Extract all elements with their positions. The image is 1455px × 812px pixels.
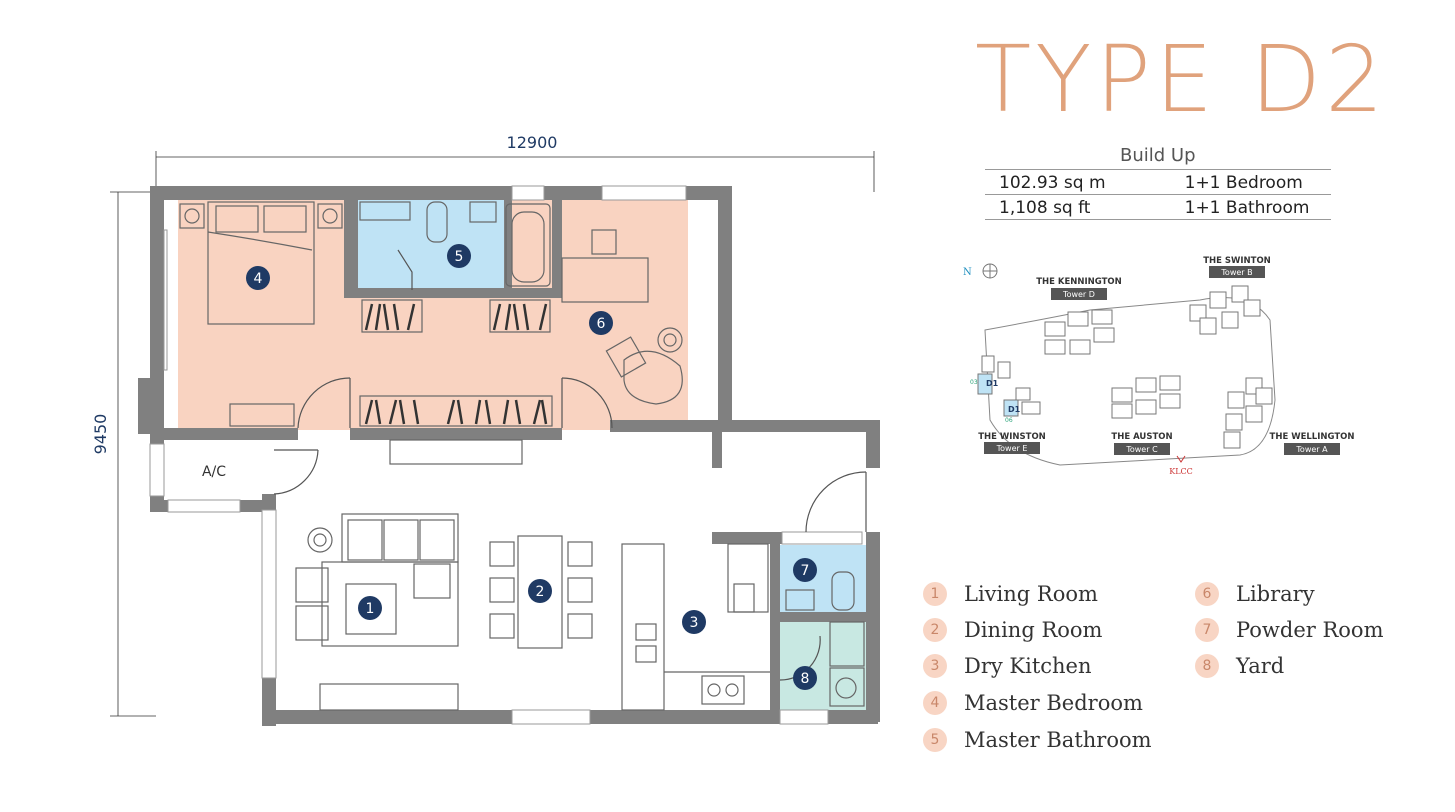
legend-item-dry-kitchen: 3 Dry Kitchen: [923, 654, 1092, 678]
bedroom-count: 1+1 Bedroom: [1124, 169, 1331, 195]
legend-number: 4: [923, 691, 947, 715]
svg-text:1: 1: [366, 601, 375, 617]
ac-label: A/C: [202, 464, 226, 480]
room-badge-5: 5: [447, 244, 471, 268]
tower-tag-a: Tower A: [1295, 445, 1328, 454]
klcc-label: KLCC: [1169, 467, 1193, 476]
walls: [138, 186, 880, 726]
legend-item-powder-room: 7 Powder Room: [1195, 618, 1384, 642]
area-sqm: 102.93 sq m: [985, 169, 1125, 195]
master-bathroom-fill: [358, 200, 504, 290]
room-badges: 1 2 3 4 5 6 7 8: [246, 244, 817, 690]
room-badge-1: 1: [358, 596, 382, 620]
build-up-table: 102.93 sq m 1+1 Bedroom 1,108 sq ft 1+1 …: [985, 169, 1331, 220]
tower-name-kennington: THE KENNINGTON: [1036, 277, 1122, 287]
legend-number: 6: [1195, 582, 1219, 606]
site-plan: N D1 D1 03 06 THE KENNINGTON Tower D THE…: [963, 256, 1354, 476]
legend-number: 8: [1195, 654, 1219, 678]
legend-label: Master Bathroom: [964, 728, 1152, 752]
windows: [149, 185, 863, 725]
room-badge-8: 8: [793, 666, 817, 690]
unit-mark-2: D1: [1008, 405, 1021, 414]
legend-number: 2: [923, 618, 947, 642]
tower-name-swinton: THE SWINTON: [1203, 256, 1271, 266]
floor-mark-2: 06: [1005, 417, 1013, 424]
room-badge-4: 4: [246, 266, 270, 290]
doors: [273, 249, 867, 681]
legend-item-living-room: 1 Living Room: [923, 582, 1098, 606]
legend-label: Master Bedroom: [964, 691, 1143, 715]
room-badge-6: 6: [589, 311, 613, 335]
svg-text:5: 5: [455, 249, 464, 265]
legend-number: 5: [923, 728, 947, 752]
svg-text:2: 2: [536, 584, 545, 600]
wardrobes: [364, 303, 548, 425]
bathroom-count: 1+1 Bathroom: [1124, 194, 1331, 220]
tower-tag-d: Tower D: [1062, 290, 1095, 299]
width-dimension: 12900: [507, 133, 558, 152]
legend-item-library: 6 Library: [1195, 582, 1315, 606]
tower-name-wellington: THE WELLINGTON: [1270, 432, 1355, 442]
tower-name-winston: THE WINSTON: [978, 432, 1046, 442]
compass-label: N: [963, 267, 972, 278]
powder-room-fill: [778, 545, 866, 613]
height-dimension: 9450: [91, 414, 110, 455]
legend-label: Living Room: [964, 582, 1098, 606]
tower-blocks: [977, 285, 1273, 449]
legend-label: Dry Kitchen: [964, 654, 1092, 678]
svg-text:7: 7: [801, 563, 810, 579]
legend-item-yard: 8 Yard: [1195, 654, 1284, 678]
tower-tag-c: Tower C: [1125, 445, 1158, 454]
legend-number: 1: [923, 582, 947, 606]
floor-mark-1: 03: [970, 379, 978, 386]
legend-item-master-bathroom: 5 Master Bathroom: [923, 728, 1152, 752]
legend-label: Library: [1236, 582, 1315, 606]
table-row: 102.93 sq m 1+1 Bedroom: [985, 169, 1331, 195]
svg-text:3: 3: [690, 615, 699, 631]
legend-item-master-bedroom: 4 Master Bedroom: [923, 691, 1143, 715]
svg-text:4: 4: [254, 271, 263, 287]
unit-mark-1: D1: [986, 379, 999, 388]
area-sqft: 1,108 sq ft: [985, 194, 1125, 220]
table-row: 1,108 sq ft 1+1 Bathroom: [985, 194, 1331, 220]
furniture: [179, 201, 865, 711]
svg-text:8: 8: [801, 671, 810, 687]
page-title: TYPE D2: [975, 26, 1388, 133]
room-badge-3: 3: [682, 610, 706, 634]
dimension-lines: [110, 151, 875, 717]
legend-item-dining-room: 2 Dining Room: [923, 618, 1102, 642]
room-badge-7: 7: [793, 558, 817, 582]
tower-tag-b: Tower B: [1220, 268, 1252, 277]
svg-text:6: 6: [597, 316, 606, 332]
legend-label: Dining Room: [964, 618, 1103, 642]
legend-number: 3: [923, 654, 947, 678]
room-badge-2: 2: [528, 579, 552, 603]
legend-label: Yard: [1236, 654, 1285, 678]
legend-label: Powder Room: [1236, 618, 1384, 642]
tower-name-auston: THE AUSTON: [1111, 432, 1172, 442]
legend-number: 7: [1195, 618, 1219, 642]
tower-tag-e: Tower E: [996, 444, 1028, 453]
build-up-label: Build Up: [1120, 145, 1196, 166]
